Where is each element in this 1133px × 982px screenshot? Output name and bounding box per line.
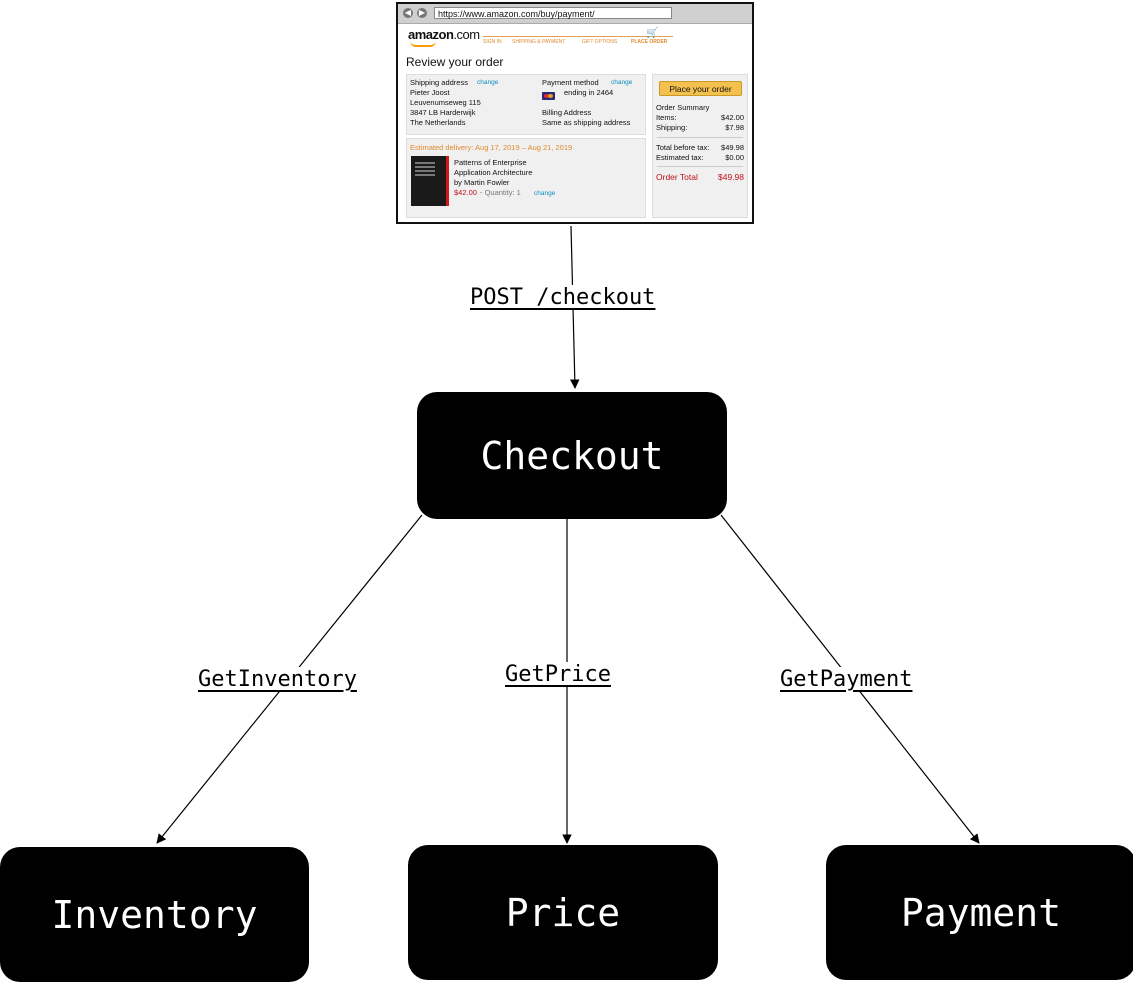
payment-node: Payment (826, 845, 1133, 980)
before-tax-label: Total before tax: (656, 143, 710, 152)
shipping-line: Leuvenumseweg 115 (410, 98, 481, 107)
checkout-node-label: Checkout (480, 433, 664, 478)
address-payment-panel: Shipping address change Pieter Joost Leu… (406, 74, 646, 135)
shipping-line: Pieter Joost (410, 88, 450, 97)
amazon-logo-text: amazon (408, 27, 454, 42)
credit-card-icon (542, 92, 555, 100)
book-quantity: - Quantity: 1 (480, 188, 521, 197)
cart-icon[interactable]: 🛒 (646, 28, 659, 39)
amazon-logo-suffix: .com (453, 27, 480, 42)
edge-label-get-payment: GetPayment (780, 667, 913, 692)
page-title: Review your order (406, 55, 504, 69)
url-bar[interactable]: https://www.amazon.com/buy/payment/ (434, 7, 672, 19)
payment-heading: Payment method (542, 78, 599, 87)
quantity-change-link[interactable]: change (534, 190, 556, 197)
summary-heading: Order Summary (656, 103, 710, 112)
forward-icon[interactable]: ▶ (417, 8, 427, 18)
steps-progress-line (483, 36, 673, 37)
back-icon[interactable]: ◀ (403, 8, 413, 18)
book-author: by Martin Fowler (454, 178, 510, 187)
shipping-line: The Netherlands (410, 118, 466, 127)
delivery-panel: Estimated delivery: Aug 17, 2019 – Aug 2… (406, 138, 646, 218)
summary-divider (657, 166, 743, 167)
billing-heading: Billing Address (542, 108, 592, 117)
book-title[interactable]: Patterns of Enterprise (454, 158, 527, 167)
step-sign-in: SIGN IN (483, 39, 502, 45)
amazon-smile-icon (410, 41, 436, 47)
step-gift-options: GIFT OPTIONS (582, 39, 618, 45)
shipping-heading: Shipping address (410, 78, 468, 87)
book-price: $42.00 (454, 188, 477, 197)
order-total-value: $49.98 (718, 172, 744, 182)
before-tax-value: $49.98 (721, 143, 744, 152)
place-order-button[interactable]: Place your order (659, 81, 742, 96)
shipping-label: Shipping: (656, 123, 688, 132)
checkout-node: Checkout (417, 392, 727, 519)
summary-divider (657, 137, 743, 138)
price-node: Price (408, 845, 718, 980)
shipping-line: 3847 LB Harderwijk (410, 108, 476, 117)
book-title-cont[interactable]: Application Architecture (454, 168, 533, 177)
order-summary-panel: Place your order Order Summary Items: $4… (652, 74, 748, 218)
payment-change-link[interactable]: change (611, 79, 633, 86)
book-cover-image (411, 156, 449, 206)
edge-label-get-inventory: GetInventory (198, 667, 357, 692)
checkout-browser-screenshot: ◀ ▶ https://www.amazon.com/buy/payment/ … (396, 2, 754, 224)
card-ending: ending in 2464 (564, 88, 614, 97)
step-shipping-payment: SHIPPING & PAYMENT (512, 39, 566, 45)
inventory-node: Inventory (0, 847, 309, 982)
items-value: $42.00 (721, 113, 744, 122)
items-label: Items: (656, 113, 677, 122)
step-place-order: PLACE ORDER (631, 39, 668, 45)
edge-label-get-price: GetPrice (505, 662, 611, 687)
edge-label-post-checkout: POST /checkout (470, 285, 656, 310)
tax-label: Estimated tax: (656, 153, 704, 162)
order-total-label: Order Total (656, 172, 698, 182)
price-node-label: Price (505, 890, 621, 935)
shipping-value: $7.98 (725, 123, 744, 132)
browser-toolbar: ◀ ▶ https://www.amazon.com/buy/payment/ (398, 4, 752, 24)
amazon-logo: amazon.com (408, 27, 480, 42)
inventory-node-label: Inventory (51, 892, 258, 937)
delivery-estimate: Estimated delivery: Aug 17, 2019 – Aug 2… (410, 143, 573, 152)
shipping-change-link[interactable]: change (477, 79, 499, 86)
billing-value: Same as shipping address (542, 118, 631, 127)
checkout-steps: SIGN IN SHIPPING & PAYMENT GIFT OPTIONS … (483, 36, 673, 49)
payment-node-label: Payment (900, 890, 1062, 935)
tax-value: $0.00 (725, 153, 744, 162)
